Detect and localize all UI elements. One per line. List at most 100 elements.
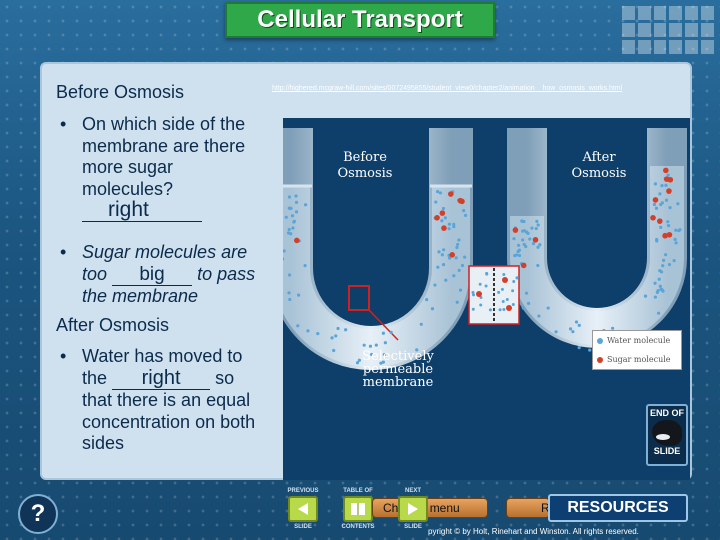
sugar-molecule [532, 236, 539, 243]
water-molecule [655, 237, 659, 242]
water-molecule [370, 352, 374, 357]
decorative-grid [622, 6, 714, 54]
water-molecule [514, 253, 519, 257]
water-molecule [505, 298, 509, 302]
sugar-molecule [666, 188, 672, 194]
water-molecule [534, 226, 538, 231]
water-molecule [330, 336, 334, 340]
water-molecule [484, 284, 488, 288]
water-molecule [656, 288, 660, 293]
water-molecule [463, 255, 467, 259]
diagram-legend: Water molecule Sugar molecule [592, 330, 682, 370]
legend-water: Water molecule [607, 336, 671, 345]
water-molecule [478, 282, 482, 286]
water-molecule [284, 215, 288, 219]
table-of-contents-button[interactable]: TABLE OF CONTENTS [341, 488, 375, 530]
water-molecule [517, 243, 521, 247]
water-molecule [383, 341, 387, 345]
water-molecule [515, 276, 519, 280]
animation-link[interactable]: http://highered.mcgraw-hill.com/sites/00… [272, 85, 623, 92]
water-molecule [282, 249, 286, 253]
water-molecule [452, 224, 456, 229]
water-molecule [530, 226, 534, 230]
water-molecule [457, 238, 461, 242]
title-banner: Cellular Transport [225, 2, 495, 38]
right-arrow-icon [408, 503, 418, 515]
water-molecule [521, 306, 525, 310]
water-molecule [660, 288, 664, 292]
water-molecule [382, 353, 386, 357]
water-molecule [658, 269, 662, 273]
water-molecule [653, 281, 657, 285]
water-molecule [666, 220, 670, 224]
water-molecule [536, 263, 540, 268]
water-molecule [443, 216, 447, 220]
end-of-slide-button[interactable]: END OF SLIDE [646, 404, 688, 466]
water-molecule [666, 223, 671, 228]
water-molecule [663, 253, 668, 257]
whale-icon [652, 420, 682, 446]
water-molecule [521, 238, 525, 242]
question-3: • Water has moved to the right so that t… [60, 346, 256, 453]
water-molecule [658, 192, 662, 196]
sugar-molecule [512, 227, 519, 233]
water-molecule [502, 273, 506, 277]
heading-after-osmosis: After Osmosis [56, 315, 170, 335]
answer-1: right [108, 198, 149, 221]
copyright-notice: pyright © by Holt, Rinehart and Winston.… [428, 527, 639, 536]
resources-button[interactable]: RESOURCES [548, 494, 688, 522]
water-molecule [472, 293, 476, 297]
water-molecule [676, 202, 680, 206]
water-molecule [536, 223, 540, 227]
water-molecule [437, 250, 441, 254]
water-molecule [334, 334, 338, 338]
water-molecule [672, 259, 676, 263]
legend-sugar: Sugar molecule [607, 355, 671, 364]
water-molecule [577, 346, 581, 350]
water-molecule [554, 330, 558, 334]
water-molecule [664, 198, 669, 202]
previous-slide-button[interactable]: PREVIOUS SLIDE [287, 488, 319, 530]
water-molecule [440, 219, 444, 223]
osmosis-diagram: Before Osmosis After Osmosis Selectively… [269, 118, 690, 480]
next-slide-button[interactable]: NEXT SLIDE [394, 488, 432, 534]
sugar-molecule [434, 214, 440, 221]
water-molecule [287, 227, 291, 232]
sugar-molecule [656, 218, 663, 224]
water-molecule [577, 323, 581, 327]
water-molecule [455, 245, 459, 250]
water-molecule [368, 344, 373, 348]
water-molecule [512, 237, 516, 241]
water-molecule [471, 307, 475, 311]
sugar-molecule [663, 167, 669, 174]
water-molecule [463, 213, 468, 217]
water-molecule [668, 206, 672, 210]
water-molecule [524, 244, 528, 249]
water-molecule [291, 226, 295, 230]
water-molecule [316, 331, 320, 336]
water-molecule [288, 297, 292, 302]
water-molecule [381, 360, 385, 364]
water-molecule [286, 231, 291, 235]
label-membrane: Selectively permeable membrane [362, 349, 434, 390]
water-molecule [441, 206, 446, 211]
water-molecule [660, 201, 664, 205]
water-molecule [287, 195, 292, 199]
water-molecule [497, 290, 501, 294]
sugar-molecule [476, 291, 482, 297]
water-molecule [455, 300, 459, 304]
help-button[interactable]: ? [18, 494, 58, 534]
water-molecule [546, 306, 550, 310]
water-molecule [374, 343, 378, 347]
left-arrow-icon [298, 503, 308, 515]
molecules [273, 167, 682, 365]
resources-tab[interactable]: R [506, 498, 550, 518]
heading-before-osmosis: Before Osmosis [56, 82, 185, 102]
sugar-molecule [457, 197, 464, 204]
water-molecule [522, 219, 526, 224]
water-molecule [526, 301, 531, 305]
water-molecule [430, 307, 435, 311]
water-molecule [656, 311, 661, 315]
water-molecule [454, 256, 458, 260]
water-molecule [528, 237, 532, 241]
